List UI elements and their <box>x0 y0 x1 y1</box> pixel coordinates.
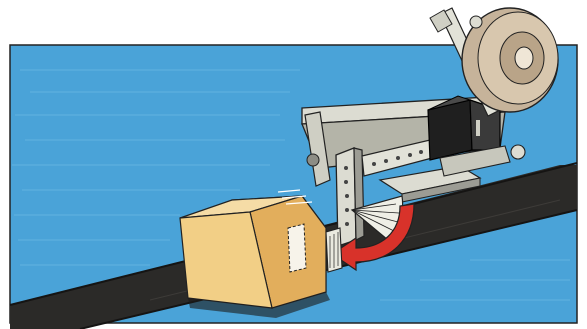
applicator-pad <box>326 228 342 272</box>
label-reel <box>462 8 558 112</box>
cardboard-box <box>180 196 330 318</box>
